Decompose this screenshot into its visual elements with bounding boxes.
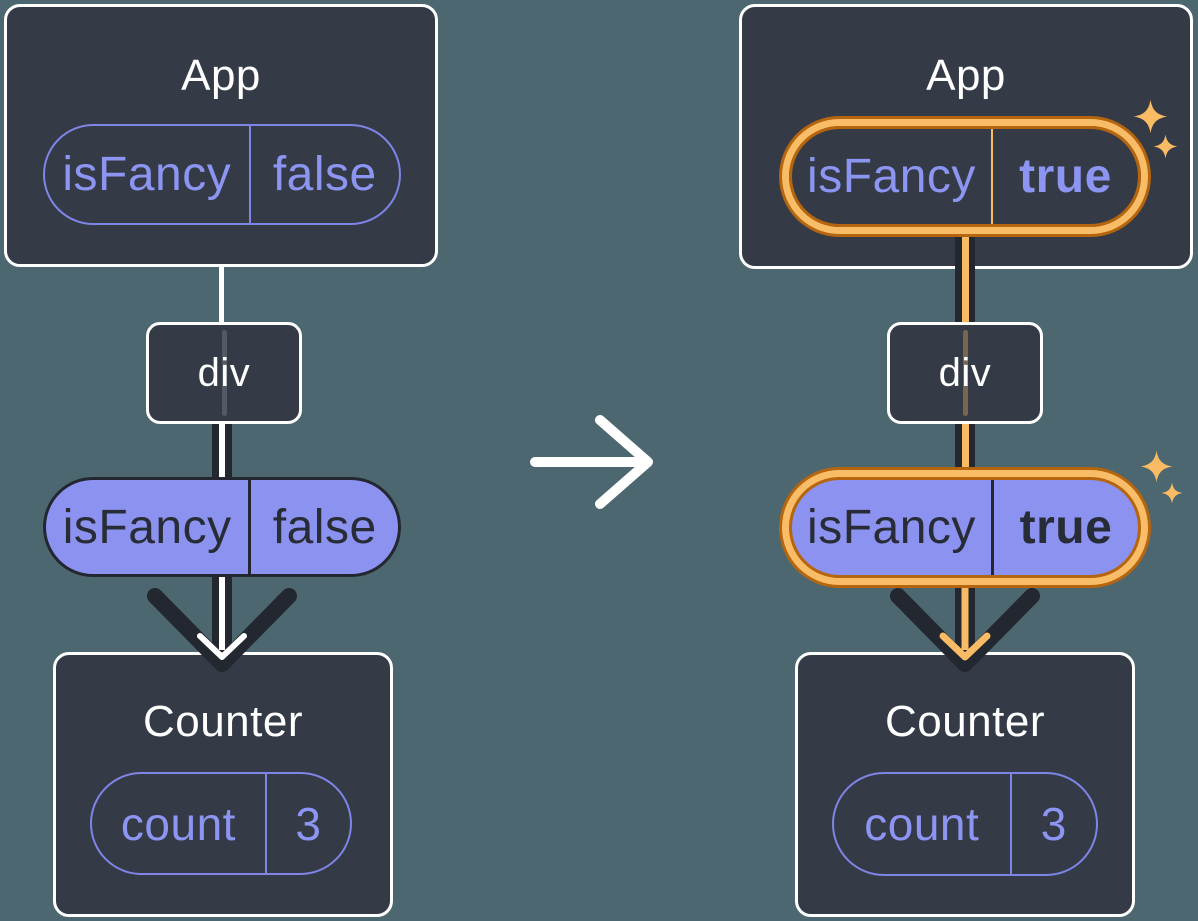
state-value: 3 bbox=[264, 774, 350, 873]
div-label: div bbox=[197, 350, 251, 395]
counter-state-pill: count 3 bbox=[90, 772, 352, 875]
sparkles-icon bbox=[1161, 482, 1183, 504]
app-state-pill-highlighted: isFancy true bbox=[789, 126, 1141, 227]
state-key: count bbox=[120, 797, 236, 850]
flow-line bbox=[962, 236, 969, 326]
prop-value: true bbox=[990, 480, 1138, 575]
prop-key: isFancy bbox=[807, 501, 976, 554]
state-value: true bbox=[990, 129, 1138, 224]
sparkles-icon bbox=[1153, 134, 1178, 159]
prop-key: isFancy bbox=[62, 500, 232, 554]
flow-line-ghost bbox=[962, 330, 968, 416]
counter-state-pill: count 3 bbox=[832, 772, 1098, 876]
prop-pill: isFancy false bbox=[43, 477, 401, 577]
connector-app-to-div bbox=[219, 264, 224, 325]
state-key: count bbox=[864, 798, 980, 850]
right-arrow-icon bbox=[530, 415, 653, 509]
counter-title: Counter bbox=[884, 697, 1046, 746]
state-value: false bbox=[248, 126, 399, 223]
app-title: App bbox=[926, 51, 1006, 100]
state-key: isFancy bbox=[62, 148, 232, 201]
flow-line bbox=[219, 421, 225, 479]
div-label: div bbox=[938, 350, 992, 395]
down-arrow-icon bbox=[147, 574, 297, 672]
app-title: App bbox=[181, 51, 261, 100]
app-state-pill: isFancy false bbox=[43, 124, 401, 225]
div-node: div bbox=[146, 322, 302, 424]
state-value: 3 bbox=[1009, 774, 1096, 874]
flow-line bbox=[962, 421, 969, 479]
prop-value: false bbox=[248, 480, 398, 574]
div-node: div bbox=[887, 322, 1043, 424]
down-arrow-icon bbox=[890, 574, 1040, 672]
counter-title: Counter bbox=[142, 697, 304, 746]
sparkles-icon bbox=[1140, 450, 1173, 483]
sparkles-icon bbox=[1133, 99, 1168, 134]
prop-pill-highlighted: isFancy true bbox=[789, 477, 1141, 578]
state-key: isFancy bbox=[807, 150, 976, 203]
flow-line-ghost bbox=[221, 330, 227, 416]
